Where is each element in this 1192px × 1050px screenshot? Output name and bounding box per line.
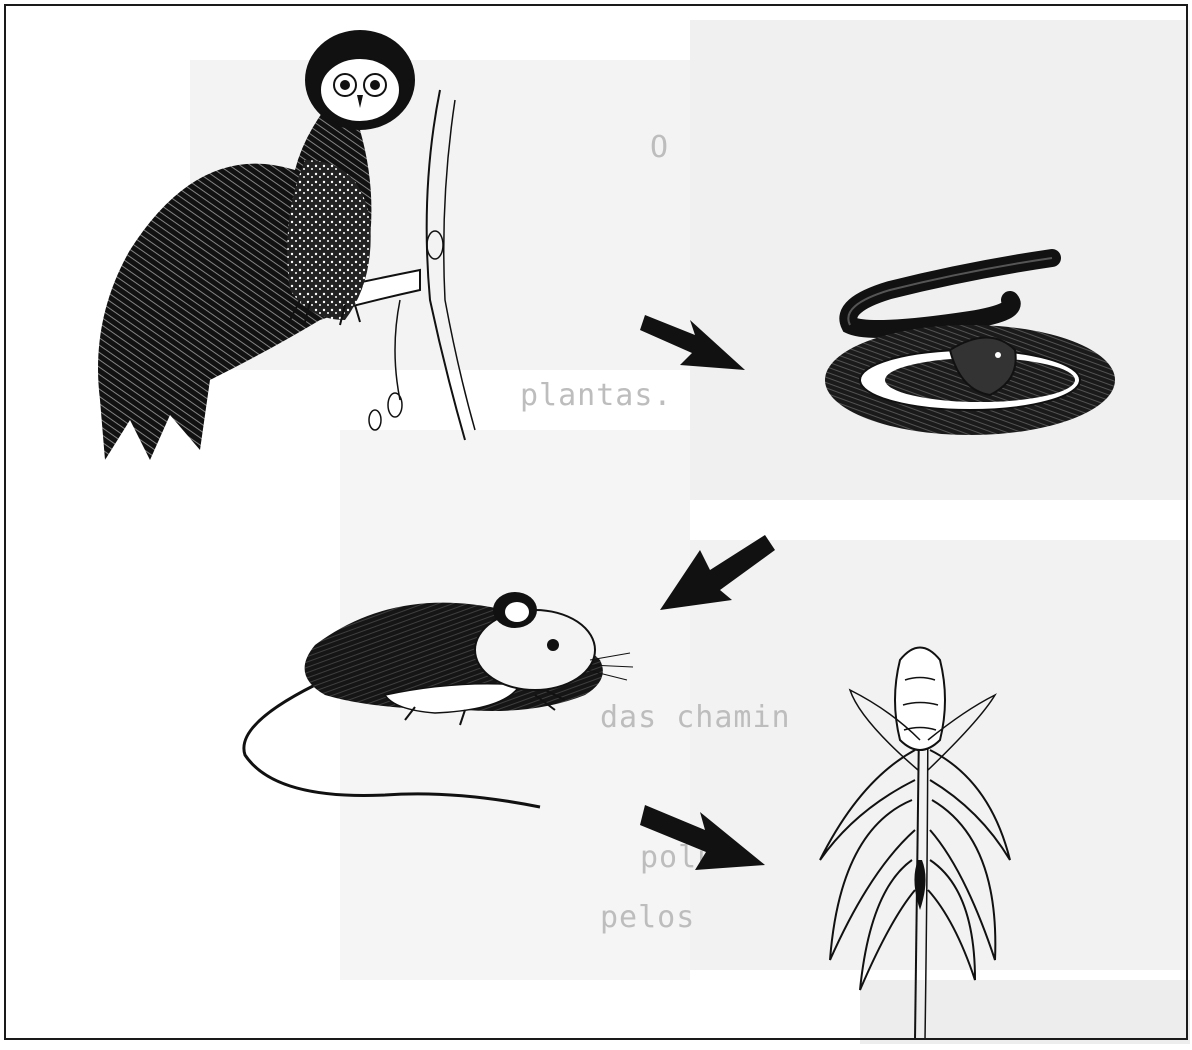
arrow-icon — [660, 535, 780, 625]
owl-icon — [90, 20, 410, 480]
snake-icon — [820, 250, 1120, 450]
arrow-icon — [640, 295, 750, 385]
corn-plant-icon — [800, 630, 1020, 1050]
arrow-icon — [640, 790, 770, 880]
bleed-text-5: pelos — [600, 900, 695, 935]
mouse-icon — [235, 585, 635, 825]
bleed-text-1: O — [650, 130, 669, 165]
